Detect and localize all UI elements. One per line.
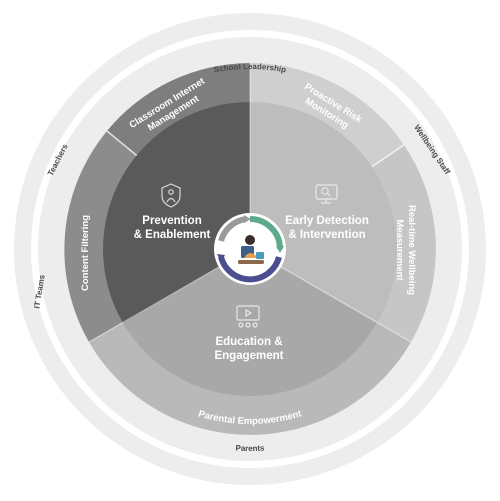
cycle-arrow-navy xyxy=(218,256,282,283)
svg-text:Engagement: Engagement xyxy=(214,350,283,362)
svg-text:Education &: Education & xyxy=(215,336,282,348)
stakeholder-parents: Parents xyxy=(235,443,265,453)
presentation-icon xyxy=(236,305,260,328)
label-realtime-wellbeing-measurement: Real-time Wellbeing Measurement xyxy=(394,205,417,295)
svg-text:& Intervention: & Intervention xyxy=(288,229,365,241)
svg-text:Measurement: Measurement xyxy=(394,219,405,281)
pillar-detection-title: Early Detection & Intervention xyxy=(285,215,369,241)
center-hub xyxy=(214,213,286,285)
svg-text:Prevention: Prevention xyxy=(142,215,201,227)
svg-text:Real-time Wellbeing: Real-time Wellbeing xyxy=(406,205,417,295)
label-content-filtering: Content Filtering xyxy=(80,215,91,291)
cycle-arrow-green xyxy=(249,216,283,250)
monitor-search-icon xyxy=(315,184,338,204)
pillar-prevention xyxy=(103,102,250,323)
pillar-education-title: Education & Engagement xyxy=(214,336,283,362)
pillar-detection xyxy=(250,102,397,323)
cycle-arrow-grey xyxy=(218,216,247,242)
svg-text:Early Detection: Early Detection xyxy=(285,215,369,227)
student-laptop-icon xyxy=(238,235,264,264)
person-shield-icon xyxy=(161,183,181,208)
svg-text:& Enablement: & Enablement xyxy=(134,229,211,241)
pillar-education xyxy=(123,249,377,396)
stakeholder-school-leadership: School Leadership xyxy=(213,62,287,75)
pillar-prevention-title: Prevention & Enablement xyxy=(134,215,211,241)
